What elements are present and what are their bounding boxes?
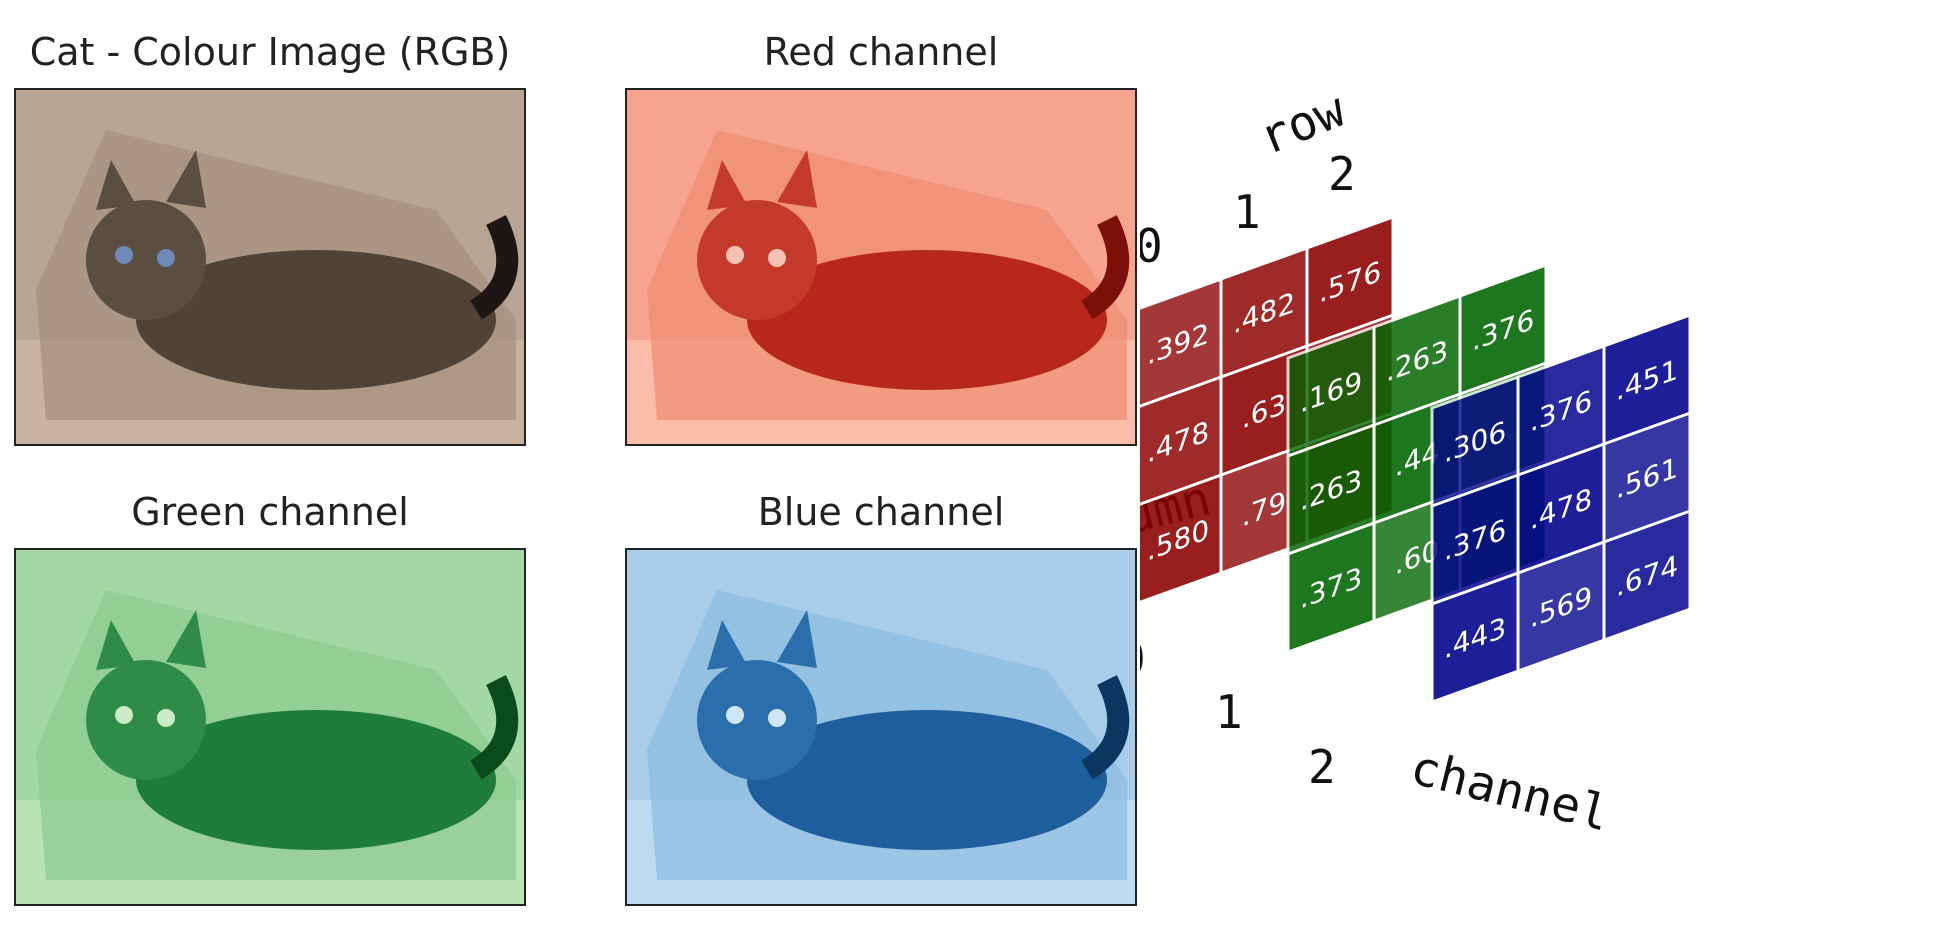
row-tick: 1: [1233, 185, 1261, 239]
channel-axis-label: channel: [1405, 739, 1615, 842]
channel-tick: 2: [1308, 740, 1336, 794]
cat-image-rgb: [16, 90, 524, 444]
green-panel-title: Green channel: [131, 490, 409, 534]
row-tick: 2: [1328, 147, 1356, 201]
blue-channel-panel: [625, 548, 1137, 906]
cat-image-red: [627, 90, 1135, 444]
rgb-image-panel: [14, 88, 526, 446]
cat-image-blue: [627, 550, 1135, 904]
row-tick: 0: [1140, 219, 1163, 273]
red-panel-title: Red channel: [763, 30, 999, 74]
cat-image-green: [16, 550, 524, 904]
blue-channel-plane: .306.376.451.376.478.561.443.569.674: [1430, 313, 1692, 705]
channel-tick: 1: [1215, 685, 1243, 739]
tensor-cell: [1602, 509, 1692, 643]
green-channel-panel: [14, 548, 526, 906]
channel-tick: 0: [1140, 632, 1146, 686]
rgb-tensor-diagram: row column channel 0 1 2 0 1 2 0 1 2 .39…: [1140, 82, 1692, 843]
blue-panel-title: Blue channel: [757, 490, 1005, 534]
rgb-panel-title: Cat - Colour Image (RGB): [29, 30, 511, 74]
red-channel-panel: [625, 88, 1137, 446]
